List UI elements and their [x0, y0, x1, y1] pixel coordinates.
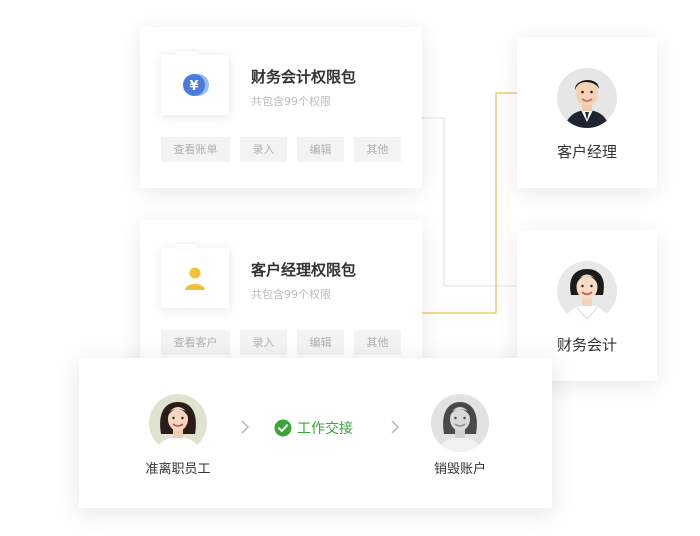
destroyed-account-avatar: [431, 394, 489, 452]
permission-chip[interactable]: 录入: [240, 137, 287, 162]
pack-title: 客户经理权限包: [251, 261, 357, 279]
check-circle-icon: [274, 419, 292, 437]
permission-chip[interactable]: 编辑: [297, 330, 344, 355]
permission-pack-card-finance[interactable]: ¥ 财务会计权限包 共包含99个权限 查看账单 录入 编辑 其他: [140, 27, 422, 188]
permission-chip[interactable]: 录入: [240, 330, 287, 355]
chevron-right-icon: [391, 420, 400, 434]
permission-chip[interactable]: 查看账单: [161, 137, 230, 162]
pack-icon-box: ¥: [161, 51, 229, 115]
permission-pack-card-customer[interactable]: 客户经理权限包 共包含99个权限 查看客户 录入 编辑 其他: [140, 220, 422, 381]
destroyed-account-label: 销毁账户: [433, 462, 486, 477]
pack-title: 财务会计权限包: [251, 68, 357, 86]
chevron-right-icon: [241, 420, 250, 434]
pack-subtitle: 共包含99个权限: [251, 95, 331, 108]
person-card-customer-manager[interactable]: 客户经理: [517, 37, 657, 188]
departing-employee-label: 准离职员工: [145, 462, 211, 477]
work-handover-card: 准离职员工 工作交接 销毁账户: [79, 358, 552, 508]
connector-finance: [404, 117, 536, 287]
person-card-accountant[interactable]: 财务会计: [517, 230, 657, 381]
pack-subtitle: 共包含99个权限: [251, 288, 331, 301]
permission-chip[interactable]: 其他: [354, 137, 401, 162]
person-name: 客户经理: [556, 143, 617, 161]
permission-chip[interactable]: 其他: [354, 330, 401, 355]
user-icon: [185, 267, 205, 290]
departing-employee-avatar: [149, 394, 207, 452]
connector-customer: [404, 92, 536, 314]
svg-text:¥: ¥: [189, 79, 198, 94]
pack-icon-box: [161, 244, 229, 308]
yen-coin-icon: ¥: [183, 74, 209, 96]
handover-status-label: 工作交接: [297, 421, 353, 437]
male-avatar: [557, 68, 617, 128]
person-name: 财务会计: [556, 336, 617, 354]
female-avatar: [557, 261, 617, 321]
handover-status: 工作交接: [274, 418, 353, 438]
permission-chip[interactable]: 查看客户: [161, 330, 230, 355]
permission-chip[interactable]: 编辑: [297, 137, 344, 162]
